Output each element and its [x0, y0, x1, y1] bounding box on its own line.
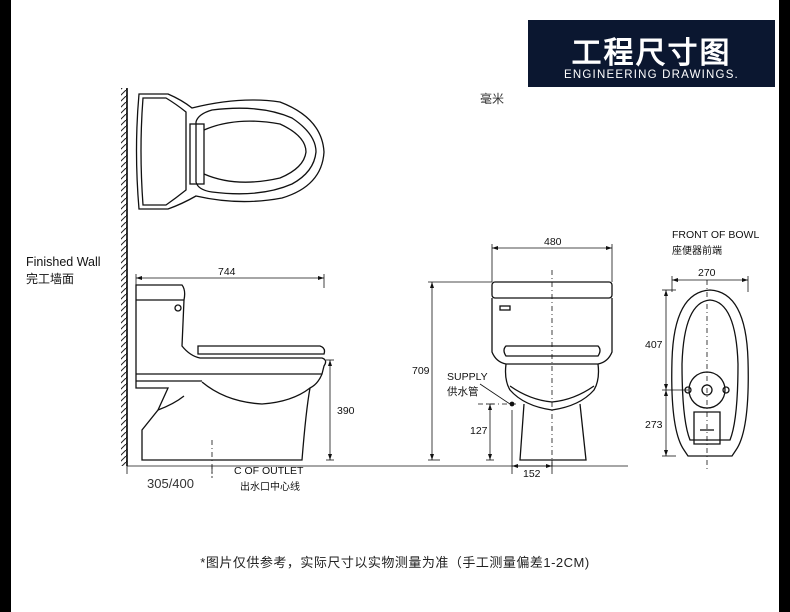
title-banner: 工程尺寸图 ENGINEERING DRAWINGS.: [528, 20, 775, 87]
dimension-lines: [126, 244, 749, 474]
unit-label: 毫米: [480, 92, 505, 106]
supply-label: SUPPLY: [447, 371, 488, 383]
banner-title: 工程尺寸图: [571, 36, 732, 71]
dim-bowl-front: 407: [645, 339, 663, 351]
dim-bowl-rear: 273: [645, 419, 663, 431]
dimension-arrows: [136, 246, 748, 468]
front-of-bowl-label-cn: 座便器前端: [672, 246, 722, 257]
dim-supply-offset: 152: [523, 468, 541, 480]
dim-overall-length: 744: [218, 266, 236, 278]
finished-wall-label-cn: 完工墙面: [26, 272, 75, 286]
banner-subtitle: ENGINEERING DRAWINGS.: [564, 69, 739, 81]
dim-seat-height: 390: [337, 405, 355, 417]
top-view-seat: [135, 93, 325, 210]
dim-supply-height: 127: [470, 425, 488, 437]
finished-wall: [121, 88, 128, 466]
bowl-outline: [671, 289, 749, 457]
dim-rough-in: 305/400: [147, 476, 194, 491]
disclaimer-footnote: *图片仅供参考，实际尺寸以实物测量为准（手工测量偏差1-2CM): [200, 555, 590, 570]
finished-wall-label: Finished Wall: [26, 255, 101, 269]
outlet-center-label: C OF OUTLET: [234, 465, 304, 477]
outlet-center-label-cn: 出水口中心线: [240, 482, 300, 493]
front-of-bowl-label: FRONT OF BOWL: [672, 229, 760, 241]
side-view-toilet: [135, 284, 327, 461]
dim-tank-width: 480: [544, 236, 562, 248]
drawing-canvas: [11, 0, 779, 612]
supply-label-cn: 供水管: [447, 386, 479, 398]
dim-total-height: 709: [412, 365, 430, 377]
dim-bowl-width: 270: [698, 267, 716, 279]
center-lines: [211, 270, 708, 478]
